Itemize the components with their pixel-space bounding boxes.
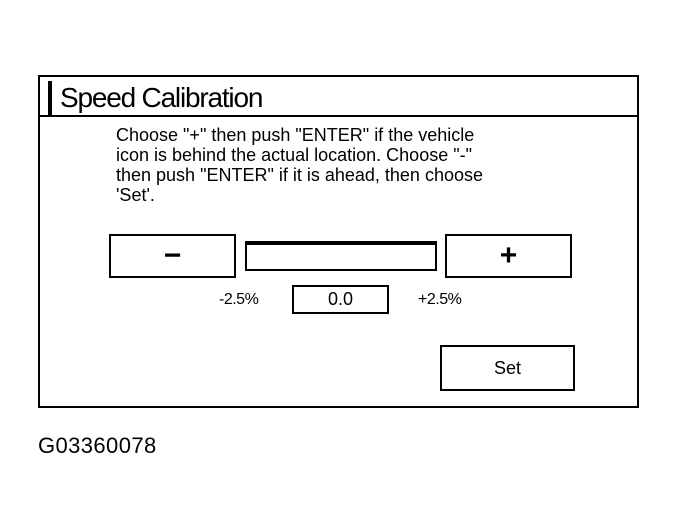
calibration-value: 0.0 [292,285,389,314]
instruction-line: then push "ENTER" if it is ahead, then c… [116,165,483,185]
calibration-slider[interactable] [245,241,437,271]
instruction-line: Choose "+" then push "ENTER" if the vehi… [116,125,475,145]
minus-icon: − [163,239,182,272]
title-bar: Speed Calibration [40,77,637,117]
figure-id: G03360078 [38,433,157,458]
set-button-label: Set [493,358,522,378]
title-marker [48,81,52,115]
instructions-text: Choose "+" then push "ENTER" if the vehi… [116,125,546,205]
decrease-button[interactable]: − [109,234,236,278]
instruction-line: 'Set'. [116,185,155,205]
range-max-label: +2.5% [418,291,462,308]
plus-icon: + [499,239,518,272]
instruction-line: icon is behind the actual location. Choo… [116,145,472,165]
screen-title: Speed Calibration [60,82,263,113]
increase-button[interactable]: + [445,234,572,278]
set-button[interactable]: Set [440,345,575,391]
speed-calibration-screen: Speed Calibration Choose "+" then push "… [38,75,639,408]
range-min-label: -2.5% [219,291,259,308]
